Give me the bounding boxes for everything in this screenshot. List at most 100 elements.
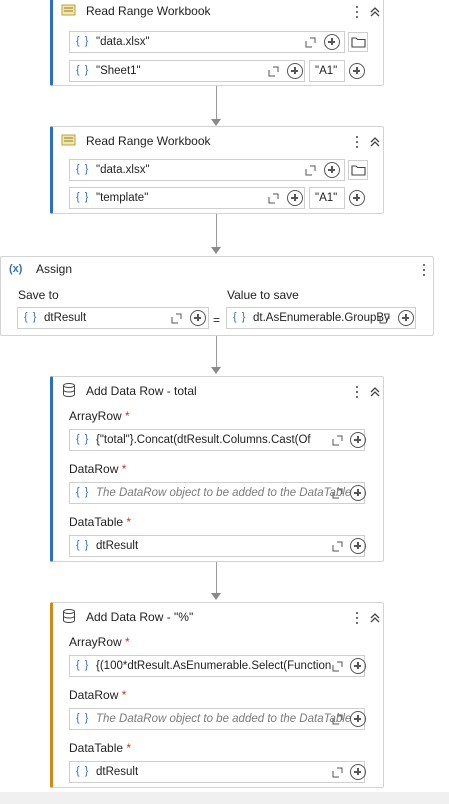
add-variable-icon[interactable] [350, 432, 366, 448]
add-variable-icon[interactable] [324, 34, 340, 50]
add-data-row-card-1[interactable]: Add Data Row - total ArrayRow * { } {"to… [50, 376, 384, 562]
data-row-label: DataRow * [69, 462, 126, 476]
add-variable-icon[interactable] [287, 63, 303, 79]
required-mark: * [126, 515, 132, 529]
array-row-field[interactable]: { } {(100*dtResult.AsEnumerable.Select(F… [69, 655, 366, 677]
excel-workbook-icon [61, 4, 76, 16]
save-to-field[interactable]: { } dtResult [17, 307, 209, 329]
canvas-footer [0, 792, 449, 804]
add-variable-icon[interactable] [324, 162, 340, 178]
expand-editor-icon[interactable] [305, 37, 316, 48]
expression-icon: { } [76, 163, 90, 175]
card-title: Read Range Workbook [86, 4, 211, 18]
add-variable-icon[interactable] [350, 711, 366, 727]
data-table-value: dtResult [96, 766, 139, 778]
connector-line [216, 562, 217, 594]
collapse-icon[interactable] [369, 386, 381, 398]
workbook-path-field[interactable]: { } "data.xlsx" [69, 31, 345, 53]
add-variable-icon[interactable] [350, 538, 366, 554]
save-to-label: Save to [18, 288, 59, 302]
connector-line [216, 336, 217, 368]
more-options-icon[interactable] [419, 263, 429, 277]
add-variable-icon[interactable] [398, 310, 414, 326]
expand-editor-icon[interactable] [305, 165, 316, 176]
expand-editor-icon[interactable] [332, 714, 343, 725]
expand-editor-icon[interactable] [379, 313, 390, 324]
more-options-icon[interactable] [352, 135, 362, 149]
expression-icon: { } [76, 659, 90, 671]
data-row-field[interactable]: { } The DataRow object to be added to th… [69, 482, 366, 504]
card-title: Assign [36, 262, 73, 276]
expression-icon: { } [233, 311, 247, 323]
folder-icon [351, 165, 366, 176]
expand-editor-icon[interactable] [332, 661, 343, 672]
data-row-label-text: DataRow [69, 462, 119, 476]
range-field[interactable]: "A1" [309, 187, 345, 209]
expand-editor-icon[interactable] [171, 313, 182, 324]
add-variable-icon[interactable] [350, 485, 366, 501]
data-table-field[interactable]: { } dtResult [69, 535, 366, 557]
connector-arrow [211, 247, 221, 254]
expression-icon: { } [76, 486, 90, 498]
expand-editor-icon[interactable] [268, 193, 279, 204]
collapse-icon[interactable] [369, 612, 381, 624]
data-table-label-text: DataTable [69, 515, 124, 529]
browse-folder-button[interactable] [348, 160, 368, 180]
required-mark: * [126, 741, 132, 755]
connector-arrow [211, 593, 221, 600]
sheet-name-field[interactable]: { } "Sheet1" [69, 60, 305, 82]
data-row-field[interactable]: { } The DataRow object to be added to th… [69, 708, 366, 730]
expression-icon: { } [76, 433, 90, 445]
value-to-save-field[interactable]: { } dt.AsEnumerable.GroupBy [226, 307, 416, 329]
array-row-label-text: ArrayRow [69, 409, 122, 423]
expand-editor-icon[interactable] [332, 488, 343, 499]
range-field[interactable]: "A1" [309, 60, 345, 82]
add-range-variable-icon[interactable] [349, 63, 365, 79]
add-range-variable-icon[interactable] [349, 190, 365, 206]
data-table-icon [63, 609, 75, 623]
array-row-field[interactable]: { } {"total"}.Concat(dtResult.Columns.Ca… [69, 429, 366, 451]
expression-icon: { } [76, 35, 90, 47]
read-range-card-2[interactable]: Read Range Workbook { } "data.xlsx" { } … [50, 126, 384, 214]
add-variable-icon[interactable] [287, 190, 303, 206]
array-row-label: ArrayRow * [69, 409, 130, 423]
collapse-icon[interactable] [369, 136, 381, 148]
workbook-path-field[interactable]: { } "data.xlsx" [69, 159, 345, 181]
array-row-label: ArrayRow * [69, 635, 130, 649]
expand-editor-icon[interactable] [268, 66, 279, 77]
add-variable-icon[interactable] [350, 764, 366, 780]
expand-editor-icon[interactable] [332, 767, 343, 778]
sheet-name-value: "Sheet1" [96, 65, 141, 77]
add-variable-icon[interactable] [190, 310, 206, 326]
expand-editor-icon[interactable] [332, 541, 343, 552]
card-title: Add Data Row - "%" [86, 610, 194, 624]
data-row-label-text: DataRow [69, 688, 119, 702]
expression-icon: { } [76, 64, 90, 76]
expand-editor-icon[interactable] [332, 435, 343, 446]
collapse-icon[interactable] [369, 6, 381, 18]
read-range-card-1[interactable]: Read Range Workbook { } "data.xlsx" { } … [50, 0, 384, 86]
value-to-save-value: dt.AsEnumerable.GroupBy [253, 312, 390, 324]
required-mark: * [121, 462, 127, 476]
equals-sign: = [213, 313, 221, 327]
browse-folder-button[interactable] [348, 32, 368, 52]
data-row-placeholder: The DataRow object to be added to the Da… [96, 487, 352, 499]
add-data-row-card-2[interactable]: Add Data Row - "%" ArrayRow * { } {(100*… [50, 602, 384, 788]
data-row-label: DataRow * [69, 688, 126, 702]
more-options-icon[interactable] [352, 5, 362, 19]
add-variable-icon[interactable] [350, 658, 366, 674]
save-to-value: dtResult [44, 312, 87, 324]
assign-card[interactable]: (x) Assign Save to Value to save { } dtR… [0, 256, 434, 336]
sheet-name-field[interactable]: { } "template" [69, 187, 305, 209]
data-table-field[interactable]: { } dtResult [69, 761, 366, 783]
required-mark: * [121, 688, 127, 702]
connector-arrow [211, 367, 221, 374]
more-options-icon[interactable] [352, 385, 362, 399]
data-table-label: DataTable * [69, 515, 131, 529]
more-options-icon[interactable] [352, 611, 362, 625]
value-to-save-label: Value to save [227, 288, 299, 302]
sheet-name-value: "template" [96, 192, 149, 204]
data-table-value: dtResult [96, 540, 139, 552]
array-row-value: {"total"}.Concat(dtResult.Columns.Cast(O… [96, 434, 311, 446]
required-mark: * [125, 635, 130, 649]
